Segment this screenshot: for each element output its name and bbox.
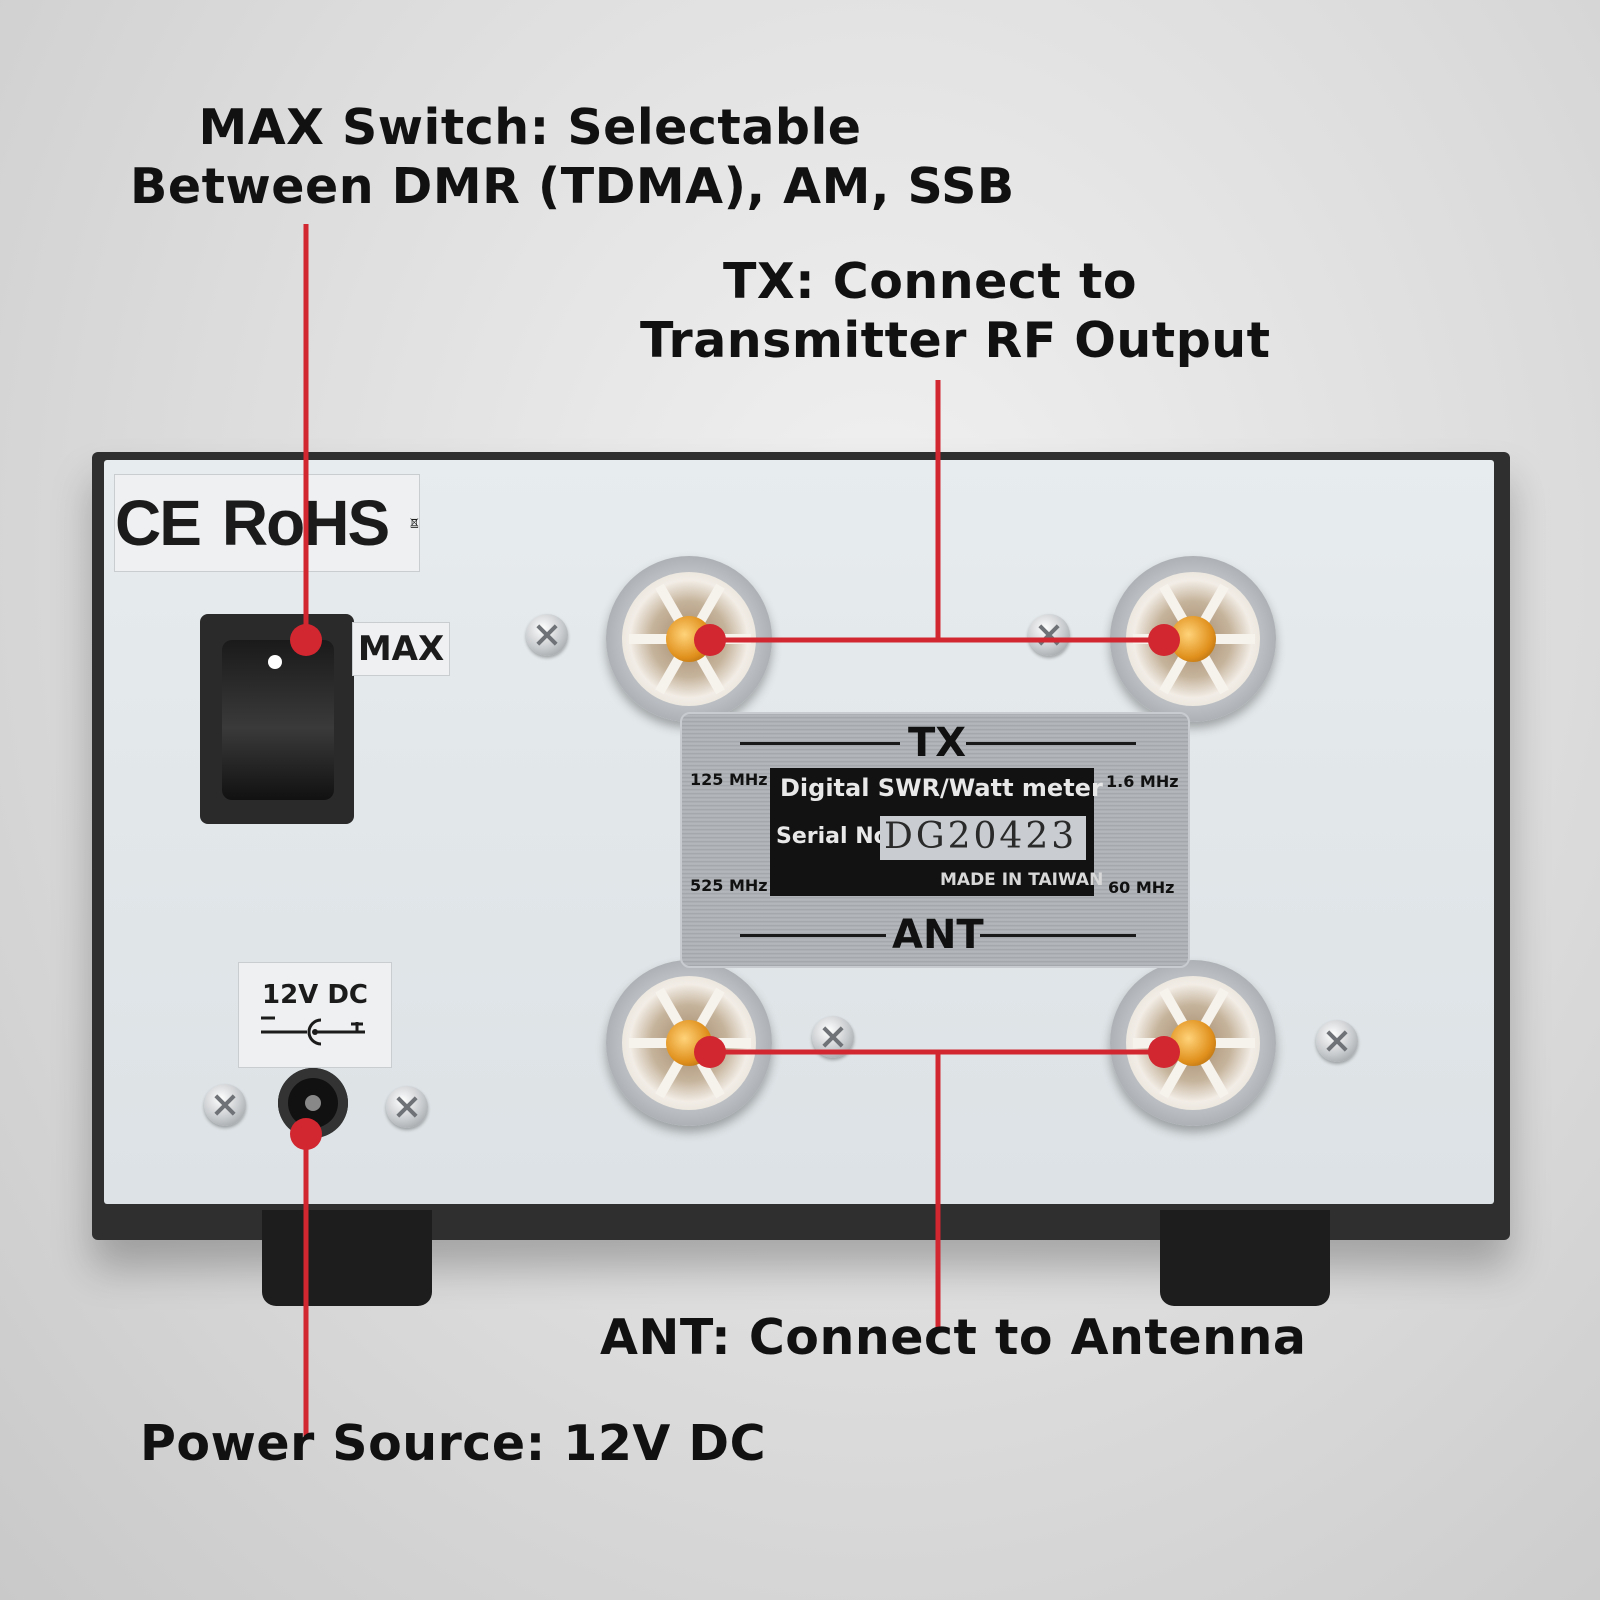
model-name: Digital SWR/Watt meter xyxy=(780,774,1103,802)
freq-top-right: 1.6 MHz xyxy=(1106,772,1179,791)
ant-arrow-line xyxy=(740,934,886,937)
max-callout-dot xyxy=(290,624,322,656)
tx-callout-dot-1 xyxy=(694,624,726,656)
power-label-text: 12V DC xyxy=(261,980,369,1010)
screw-icon xyxy=(386,1086,428,1128)
power-callout: Power Source: 12V DC xyxy=(140,1414,767,1473)
screw-icon xyxy=(1316,1020,1358,1062)
serial-value: DG20423 xyxy=(884,816,1078,857)
ant-connector-2[interactable] xyxy=(1110,960,1276,1126)
callout-line-1: TX: Connect to xyxy=(722,253,1138,310)
dc-jack-pin xyxy=(305,1095,321,1111)
freq-bottom-right: 60 MHz xyxy=(1108,878,1175,897)
screw-icon xyxy=(204,1084,246,1126)
power-callout-dot xyxy=(290,1118,322,1150)
ant-callout: ANT: Connect to Antenna xyxy=(600,1308,1307,1367)
rubber-foot-right xyxy=(1160,1210,1330,1306)
max-switch-label: MAX xyxy=(352,622,450,676)
serial-label: Serial No xyxy=(776,824,889,849)
ant-arrow-line xyxy=(980,934,1136,937)
screw-icon xyxy=(526,614,568,656)
tx-callout: TX: Connect to Transmitter RF Output xyxy=(640,252,1271,370)
tx-callout-dot-2 xyxy=(1148,624,1180,656)
tx-arrow-line xyxy=(740,742,900,745)
screw-icon xyxy=(1028,614,1070,656)
ant-callout-dot-2 xyxy=(1148,1036,1180,1068)
max-switch-callout: MAX Switch: Selectable Between DMR (TDMA… xyxy=(130,98,1015,216)
power-label: 12V DC xyxy=(238,962,392,1068)
tx-arrow-line xyxy=(966,742,1136,745)
tx-connector-1[interactable] xyxy=(606,556,772,722)
ant-callout-dot-1 xyxy=(694,1036,726,1068)
callout-line-1: MAX Switch: Selectable xyxy=(198,99,862,156)
tx-connector-2[interactable] xyxy=(1110,556,1276,722)
serial-box xyxy=(880,816,1086,860)
freq-bottom-left: 525 MHz xyxy=(690,876,768,895)
dc-polarity-icon xyxy=(261,1016,365,1046)
callout-line-2: Between DMR (TDMA), AM, SSB xyxy=(130,158,1015,215)
plate-ant-label: ANT xyxy=(892,912,984,958)
plate-tx-label: TX xyxy=(908,720,967,766)
callout-line-1: ANT: Connect to Antenna xyxy=(600,1309,1307,1366)
switch-indicator-dot xyxy=(268,655,282,669)
weee-bin-icon xyxy=(410,518,419,528)
ant-connector-1[interactable] xyxy=(606,960,772,1126)
made-in-label: MADE IN TAIWAN xyxy=(940,870,1104,890)
callout-line-1: Power Source: 12V DC xyxy=(140,1415,767,1472)
ce-mark: CE xyxy=(115,487,202,559)
rubber-foot-left xyxy=(262,1210,432,1306)
freq-top-left: 125 MHz xyxy=(690,770,768,789)
callout-line-2: Transmitter RF Output xyxy=(640,312,1271,369)
certification-label: CE RoHS xyxy=(114,474,420,572)
